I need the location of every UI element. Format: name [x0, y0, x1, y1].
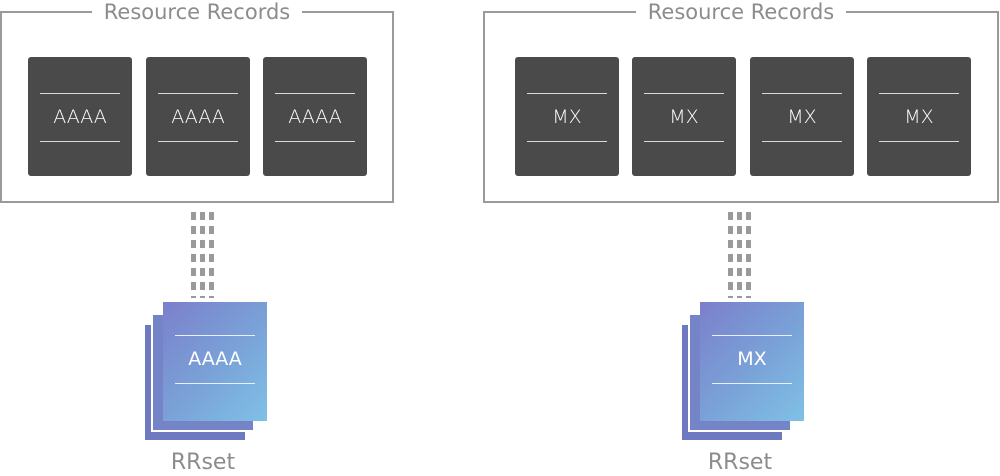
- rrset-stack-mx: MX: [680, 302, 806, 442]
- divider: [712, 383, 792, 384]
- record-type-label: MX: [904, 106, 934, 128]
- divider: [879, 93, 959, 94]
- divider: [762, 93, 842, 94]
- divider: [175, 335, 255, 336]
- divider: [275, 141, 355, 142]
- divider: [762, 141, 842, 142]
- dotted-connector: [728, 212, 752, 298]
- rrset-sheet-front: MX: [700, 302, 804, 421]
- divider: [158, 141, 238, 142]
- divider: [879, 141, 959, 142]
- divider: [712, 335, 792, 336]
- record-type-label: MX: [787, 106, 817, 128]
- record-type-label: AAAA: [53, 106, 107, 128]
- group-title: Resource Records: [91, 0, 303, 24]
- divider: [527, 93, 607, 94]
- rrset-sheet-front: AAAA: [163, 302, 267, 421]
- record-type-label: AAAA: [171, 106, 225, 128]
- rrset-caption: RRset: [170, 450, 236, 475]
- resource-record: AAAA: [263, 57, 367, 176]
- rrset-caption: RRset: [707, 450, 773, 475]
- resource-record: MX: [515, 57, 619, 176]
- group-title: Resource Records: [635, 0, 847, 24]
- dotted-connector: [191, 212, 215, 298]
- divider: [527, 141, 607, 142]
- rrset-type-label: AAAA: [188, 348, 242, 370]
- record-type-label: MX: [552, 106, 582, 128]
- rrset-stack-aaaa: AAAA: [143, 302, 269, 442]
- record-type-label: MX: [669, 106, 699, 128]
- rrset-type-label: MX: [737, 348, 767, 370]
- resource-record: MX: [867, 57, 971, 176]
- divider: [40, 141, 120, 142]
- record-type-label: AAAA: [288, 106, 342, 128]
- resource-record: MX: [632, 57, 736, 176]
- resource-records-group-aaaa: Resource Records AAAA AAAA AAAA: [0, 0, 394, 203]
- divider: [175, 383, 255, 384]
- resource-record: AAAA: [28, 57, 132, 176]
- divider: [158, 93, 238, 94]
- divider: [644, 93, 724, 94]
- divider: [644, 141, 724, 142]
- resource-records-group-mx: Resource Records MX MX MX MX: [483, 0, 999, 203]
- divider: [40, 93, 120, 94]
- resource-record: MX: [750, 57, 854, 176]
- resource-record: AAAA: [146, 57, 250, 176]
- divider: [275, 93, 355, 94]
